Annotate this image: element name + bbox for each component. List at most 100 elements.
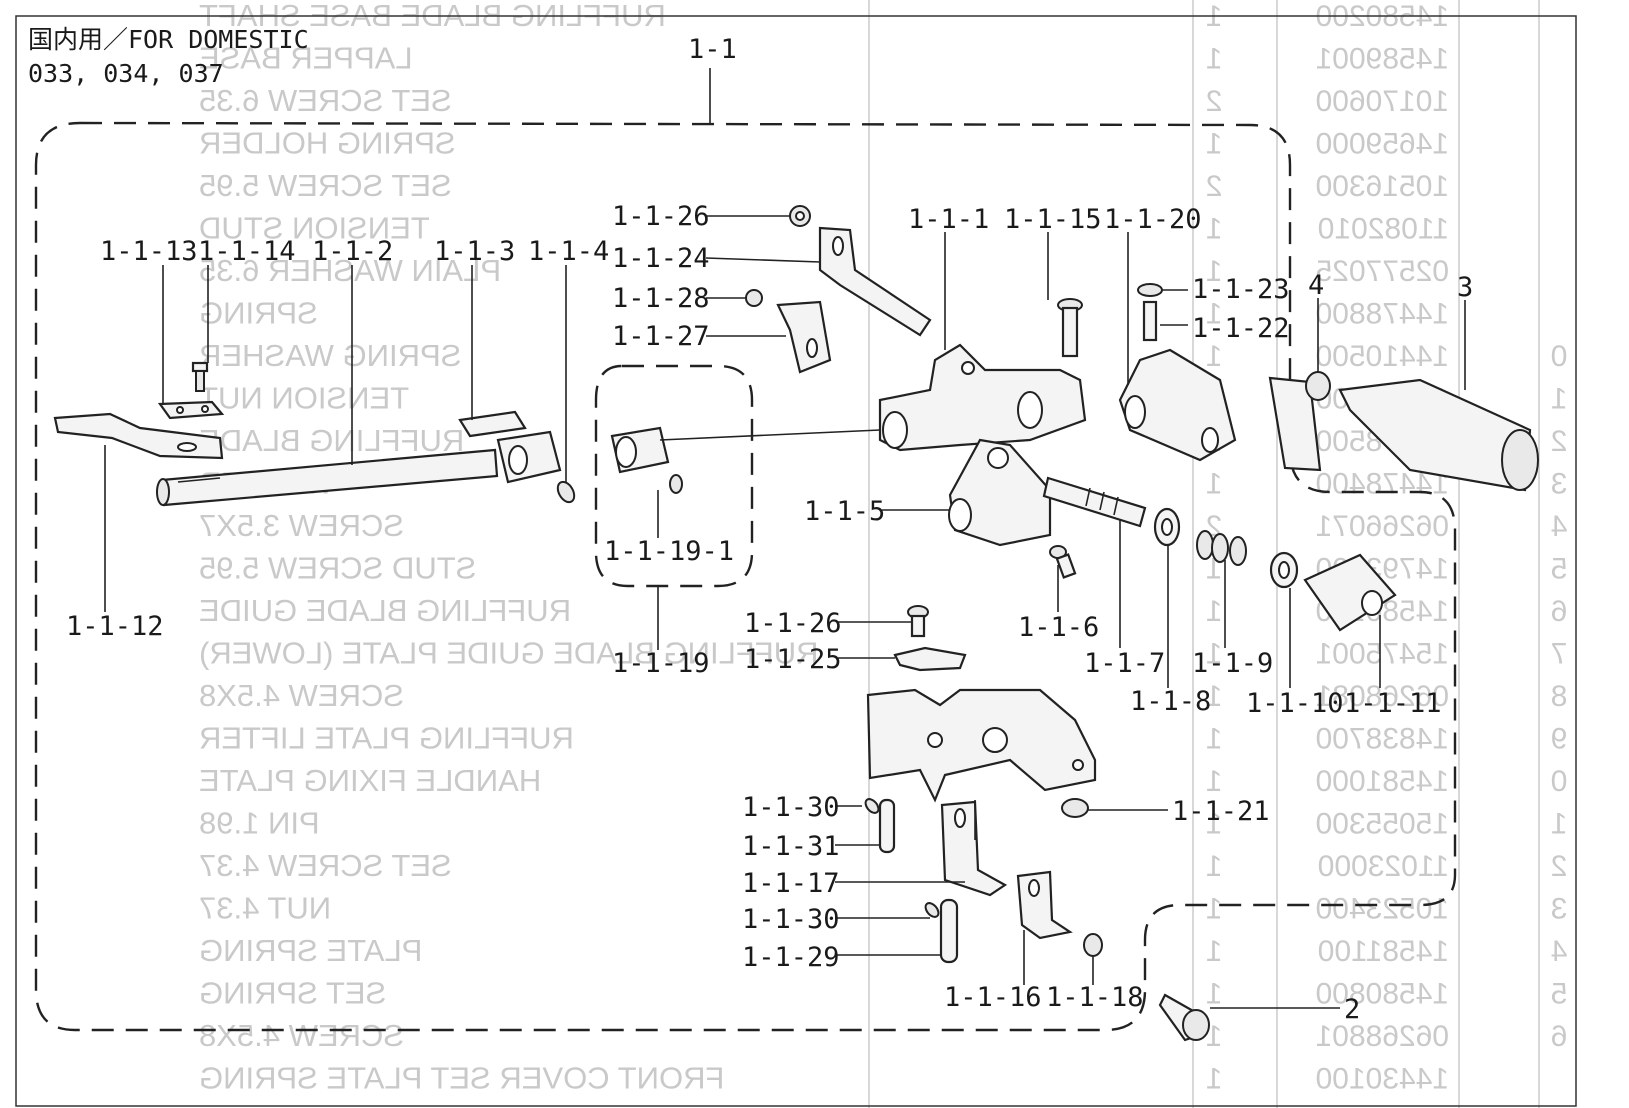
part-1-1-13-plate [157,400,225,420]
ghost-part-name: PLAIN WASHER 6.35 [199,253,501,288]
ghost-index: 2 [1551,850,1568,883]
ghost-part-name: SET SCREW 5.95 [199,168,452,203]
ghost-index: 3 [1551,893,1568,926]
part-4-washer [1268,371,1331,472]
ghost-code: 06266071 [1316,510,1449,543]
callout-1-1-27: 1-1-27 [612,321,710,352]
ghost-code: 14478800 [1316,298,1449,331]
ghost-qty: 1 [1206,43,1223,76]
ghost-part-name: SET SCREW 6.35 [199,83,452,118]
ghost-code: 14589001 [1316,43,1449,76]
ghost-index: 8 [1551,680,1568,713]
ghost-qty: 1 [1206,298,1223,331]
ghost-index: 1 [1551,808,1568,841]
callout-3: 3 [1457,272,1473,303]
callout-1-1-26-mid: 1-1-26 [744,608,842,639]
part-1-1-2-shaft [156,448,499,507]
ghost-qty: 1 [1206,723,1223,756]
callout-1-1-1: 1-1-1 [908,204,989,235]
callout-1-1-19: 1-1-19 [612,648,710,679]
header-models: 033, 034, 037 [28,59,224,88]
ghost-code: 14430100 [1316,1063,1449,1096]
ghost-index: 9 [1551,723,1568,756]
ghost-index: 6 [1551,1020,1568,1053]
ghost-code: 10170600 [1316,85,1449,118]
ghost-qty: 1 [1206,595,1223,628]
ghost-part-name: STUD SCREW 5.95 [199,551,476,586]
callout-1-1-29: 1-1-29 [742,942,840,973]
callout-1-1-5: 1-1-5 [804,496,885,527]
part-1-1-26-screw [907,605,929,638]
part-2-screw [1158,993,1210,1042]
ghost-qty: 1 [1206,1063,1223,1096]
ghost-part-name: PIN 1.98 [199,806,320,841]
part-1-1-4-set-screw [556,480,576,504]
ghost-code: 15055300 [1316,808,1449,841]
ghost-index: 5 [1551,978,1568,1011]
callout-1-1-6: 1-1-6 [1018,612,1099,643]
part-1-1-16-plate [1016,870,1073,940]
callout-1-1-17: 1-1-17 [742,868,840,899]
ghost-index: 0 [1551,765,1568,798]
ghost-index: 3 [1551,468,1568,501]
callout-1-1-15: 1-1-15 [1004,204,1102,235]
ghost-code: 10516300 [1316,170,1449,203]
ghost-code: 14580800 [1316,978,1449,1011]
ghost-part-name: SCREW 4.5X8 [199,678,404,713]
ghost-qty: 1 [1206,468,1223,501]
callout-1-1-11: 1-1-11 [1344,688,1442,719]
ghost-code: 15475001 [1316,638,1449,671]
ghost-code: 02577025 [1316,255,1449,288]
callout-1-1-19-1: 1-1-19-1 [604,536,734,567]
ghost-qty: 1 [1206,340,1223,373]
ghost-part-name: SPRING [199,296,318,331]
ghost-qty: 1 [1206,680,1223,713]
ghost-qty: 1 [1206,893,1223,926]
ghost-qty: 1 [1206,978,1223,1011]
ghost-code: 06268081 [1316,680,1449,713]
ghost-part-name: NUT 4.37 [199,891,331,926]
ghost-qty: 1 [1206,255,1223,288]
ghost-qty: 1 [1206,850,1223,883]
ghost-code: 14838700 [1316,723,1449,756]
part-1-1-6-screw [1049,545,1077,579]
ghost-qty: 1 [1206,213,1223,246]
part-1-1-18-screw [1083,933,1103,957]
part-1-1-20-block [1118,348,1237,462]
part-1-1-9-spring [1196,530,1247,566]
callout-1-1-31: 1-1-31 [742,831,840,862]
ghost-code: 14581100 [1318,935,1449,968]
callout-1-1-2: 1-1-2 [312,236,393,267]
callout-1-1-25: 1-1-25 [744,644,842,675]
ghost-qty: 1 [1206,128,1223,161]
ghost-index: 6 [1551,595,1568,628]
callout-1-1-3: 1-1-3 [434,236,515,267]
ghost-code: 14410500 [1316,340,1449,373]
callout-1-1-16: 1-1-16 [944,982,1042,1013]
ghost-code: 14659000 [1316,128,1449,161]
callout-1-1-9: 1-1-9 [1192,648,1273,679]
ghost-code: 14581000 [1316,765,1449,798]
part-1-1-25-plate [893,646,967,672]
ghost-qty: 1 [1206,808,1223,841]
ghost-index: 2 [1551,425,1568,458]
ghost-part-name: SET SCREW 4.37 [199,848,452,883]
ghost-part-name: LAPPER BASE [199,41,413,76]
ghost-index: 1 [1551,383,1568,416]
part-1-1-31-pin [878,798,896,854]
part-1-1-8-washer [1153,507,1181,547]
ghost-part-name: SPRING HOLDER [199,126,456,161]
part-lifter-assembly [866,688,1097,803]
callout-1-1-18: 1-1-18 [1046,982,1144,1013]
part-1-1-15-stud [1057,298,1083,358]
part-1-1-1-block [878,343,1087,452]
callout-1-1-8: 1-1-8 [1130,686,1211,717]
callout-1-1-13: 1-1-13 [100,236,198,267]
callout-1-1-14: 1-1-14 [198,236,296,267]
callout-1-1-12: 1-1-12 [66,611,164,642]
part-1-1-19-collar [610,426,683,494]
ghost-qty: 1 [1206,1020,1223,1053]
callout-4: 4 [1308,270,1324,301]
